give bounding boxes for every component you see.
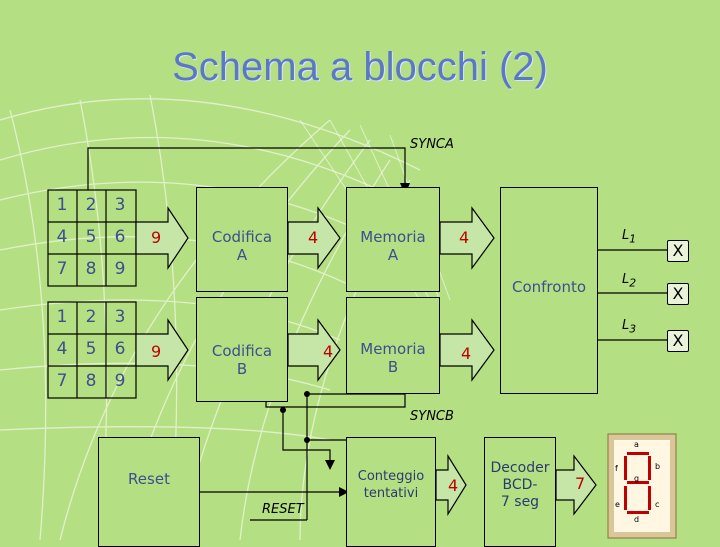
codifica-b-letter: B xyxy=(236,360,248,378)
sync-a-label: SYNCA xyxy=(410,137,454,152)
memoria-b-letter: B xyxy=(387,358,399,376)
sync-b-label: SYNCB xyxy=(410,409,454,424)
keypad-a-key: 2 xyxy=(85,195,97,215)
bus-width-a-mid: 4 xyxy=(308,228,319,247)
segment-label-d: d xyxy=(634,515,640,524)
keypad-a-key: 3 xyxy=(114,195,126,215)
keypad-a-key: 7 xyxy=(56,259,68,279)
conteggio-block: Conteggio tentativi xyxy=(346,437,436,547)
decoder-label: Decoder xyxy=(490,460,550,476)
bus-width-b-in: 9 xyxy=(151,342,162,361)
segment-label-a: a xyxy=(634,440,639,449)
decoder-output: 7 seg xyxy=(500,494,540,510)
keypad-b-key: 1 xyxy=(56,307,68,327)
keypad-a-key: 1 xyxy=(56,195,68,215)
keypad-b-key: 5 xyxy=(85,339,97,359)
output-l1-label: L1 xyxy=(622,228,637,246)
keypad-a-key: 8 xyxy=(85,259,97,279)
keypad-a-key: 5 xyxy=(85,227,97,247)
segment-label-g: g xyxy=(634,474,640,483)
codifica-a-block: Codifica A xyxy=(196,187,288,292)
keypad-b-key: 9 xyxy=(114,371,126,391)
bus-width-count: 4 xyxy=(448,476,459,495)
output-l3-label: L3 xyxy=(622,318,637,336)
codifica-a-label: Codifica xyxy=(211,228,273,246)
output-l1-lamp: X xyxy=(667,240,689,262)
segment-label-f: f xyxy=(615,464,618,473)
bus-width-b-out: 4 xyxy=(461,344,472,363)
codifica-a-letter: A xyxy=(236,246,248,264)
output-l3-lamp: X xyxy=(667,330,689,352)
keypad-b-key: 2 xyxy=(85,307,97,327)
reset-block-label: Reset xyxy=(128,470,170,488)
decoder-type: BCD- xyxy=(502,477,538,493)
output-l2-lamp: X xyxy=(667,283,689,305)
keypad-b-key: 4 xyxy=(56,339,68,359)
memoria-b-block: Memoria B xyxy=(346,297,440,394)
page-title: Schema a blocchi (2) xyxy=(172,45,548,89)
memoria-a-label: Memoria xyxy=(360,228,426,246)
segment-label-e: e xyxy=(615,500,620,509)
seven-segment-display xyxy=(607,433,677,539)
codifica-b-label: Codifica xyxy=(211,342,273,360)
keypad-b-key: 7 xyxy=(56,371,68,391)
bus-width-segments: 7 xyxy=(575,474,586,493)
conteggio-sublabel: tentativi xyxy=(363,486,419,501)
bus-width-b-mid: 4 xyxy=(323,342,334,361)
confronto-block: Confronto xyxy=(500,187,598,394)
confronto-label: Confronto xyxy=(511,278,587,296)
bus-width-a-in: 9 xyxy=(151,228,162,247)
keypad-b-key: 6 xyxy=(114,339,126,359)
keypad-a-key: 9 xyxy=(114,259,126,279)
keypad-b-key: 3 xyxy=(114,307,126,327)
segment-label-c: c xyxy=(655,500,660,509)
decoder-block: Decoder BCD- 7 seg xyxy=(484,437,556,547)
memoria-a-letter: A xyxy=(387,246,399,264)
keypad-b-key: 8 xyxy=(85,371,97,391)
keypad-a-key: 4 xyxy=(56,227,68,247)
reset-signal-label: RESET xyxy=(262,502,304,517)
conteggio-label: Conteggio xyxy=(357,469,425,484)
reset-block: Reset xyxy=(98,437,200,547)
codifica-b-block: Codifica B xyxy=(196,297,288,402)
segment-label-b: b xyxy=(655,462,661,471)
output-l2-label: L2 xyxy=(622,272,637,290)
keypad-a-key: 6 xyxy=(114,227,126,247)
bus-width-a-out: 4 xyxy=(459,228,470,247)
memoria-a-block: Memoria A xyxy=(346,187,440,292)
memoria-b-label: Memoria xyxy=(360,340,426,358)
